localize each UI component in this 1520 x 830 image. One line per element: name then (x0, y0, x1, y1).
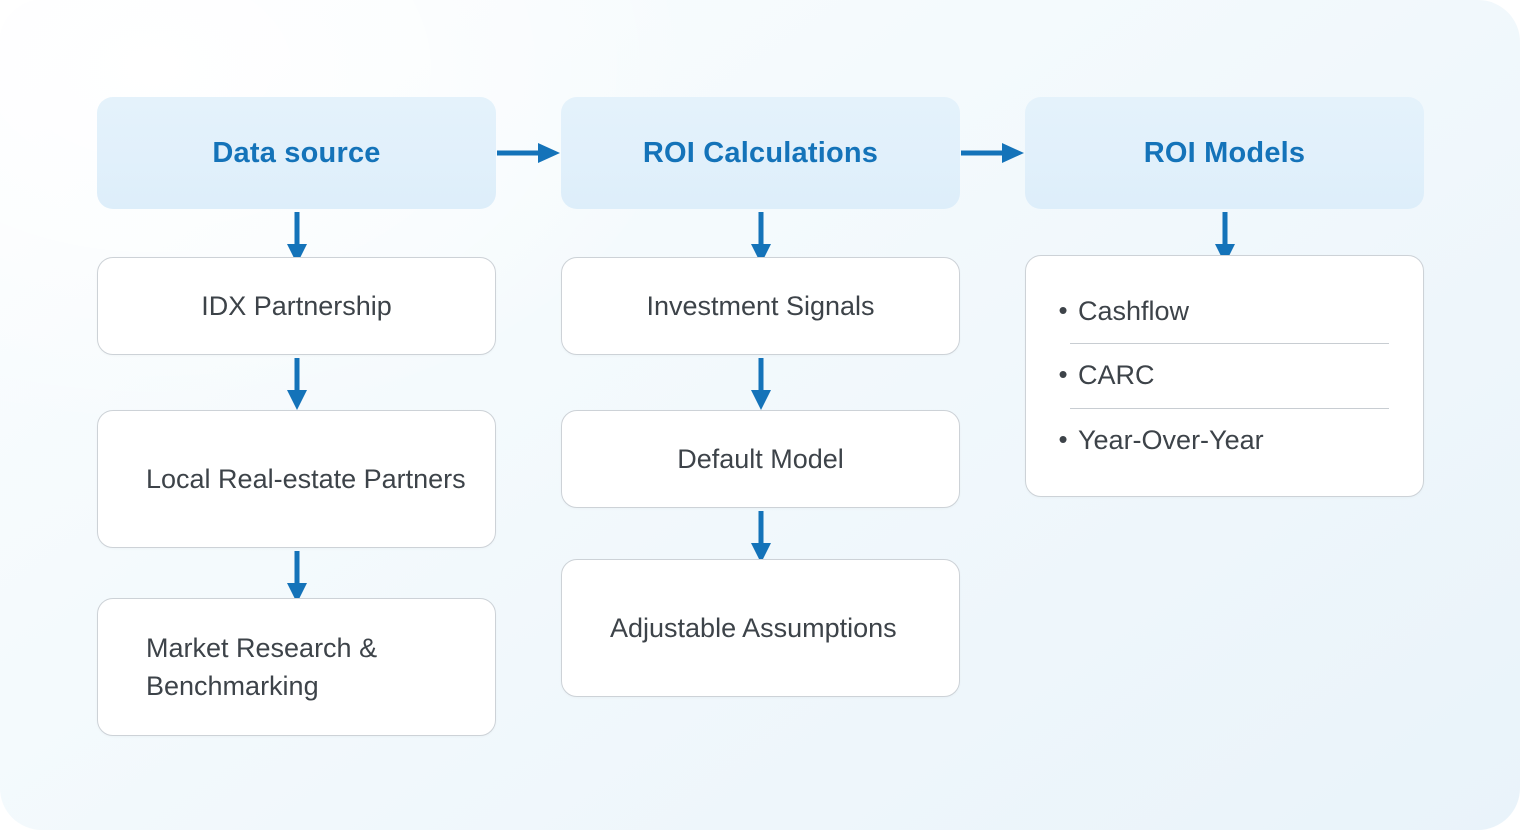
arrow-right-icon (961, 143, 1024, 163)
arrow-down-icon (750, 212, 771, 264)
header-box-roi-models[interactable]: ROI Models (1025, 97, 1424, 209)
list-item[interactable]: • Year-Over-Year (1048, 409, 1401, 472)
card-adjustable-assumptions[interactable]: Adjustable Assumptions (561, 559, 960, 697)
column-data-source: Data source IDX Partnership Local Real-e… (97, 97, 496, 736)
card-label: IDX Partnership (201, 290, 392, 321)
arrow-down-icon (750, 511, 771, 563)
list-item[interactable]: • CARC (1048, 344, 1401, 407)
header-title-roi-calculations: ROI Calculations (642, 136, 879, 169)
bullet-icon: • (1058, 423, 1068, 454)
card-label: Default Model (677, 443, 844, 474)
list-item-label: CARC (1078, 360, 1155, 391)
header-title-roi-models: ROI Models (1143, 136, 1306, 169)
list-divider (1070, 407, 1389, 409)
header-box-data-source[interactable]: Data source (97, 97, 496, 209)
list-item[interactable]: • Cashflow (1048, 280, 1401, 343)
column-roi-calculations: ROI Calculations Investment Signals Defa… (561, 97, 960, 697)
bullet-icon: • (1058, 294, 1068, 325)
list-divider (1070, 343, 1389, 345)
list-item-label: Cashflow (1078, 296, 1190, 326)
card-local-real-estate-partners[interactable]: Local Real-estate Partners (97, 410, 496, 548)
header-title-data-source: Data source (212, 136, 381, 169)
card-label: Investment Signals (646, 290, 875, 321)
card-investment-signals[interactable]: Investment Signals (561, 257, 960, 355)
arrow-down-icon (1214, 212, 1235, 264)
arrow-down-icon (750, 358, 771, 410)
card-label: Local Real-estate Partners (146, 463, 466, 494)
card-label: Adjustable Assumptions (610, 612, 897, 643)
column-roi-models: ROI Models • Cashflow • CARC • (1025, 97, 1424, 498)
card-label: Market Research & Benchmarking (146, 632, 378, 701)
arrow-down-icon (286, 358, 307, 410)
arrow-down-icon (286, 212, 307, 264)
header-box-roi-calculations[interactable]: ROI Calculations (561, 97, 960, 209)
list-item-label: Year-Over-Year (1078, 424, 1264, 455)
card-roi-models-list[interactable]: • Cashflow • CARC • Year-Over-Year (1025, 255, 1424, 498)
card-market-research-benchmarking[interactable]: Market Research & Benchmarking (97, 598, 496, 736)
arrow-down-icon (286, 551, 307, 603)
arrow-right-icon (497, 143, 560, 163)
card-default-model[interactable]: Default Model (561, 410, 960, 508)
bullet-icon: • (1058, 359, 1068, 390)
card-idx-partnership[interactable]: IDX Partnership (97, 257, 496, 355)
